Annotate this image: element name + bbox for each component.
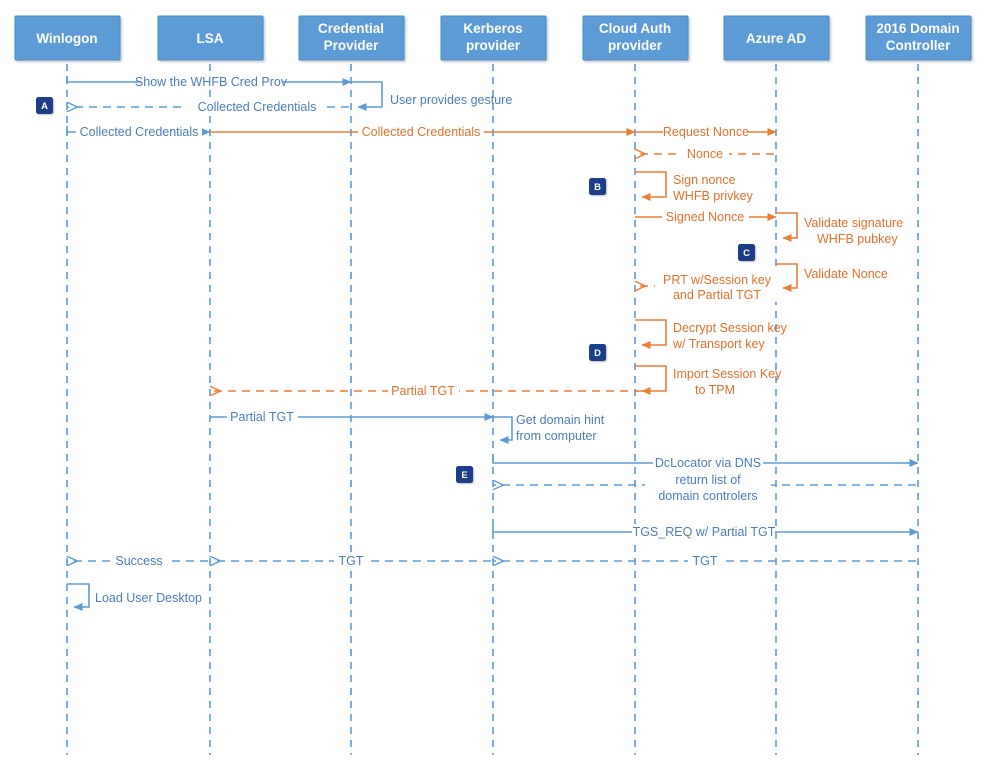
step-badge-b[interactable]: B [589, 178, 606, 195]
step-badge-d-letter: D [594, 348, 601, 359]
lane-header-lsa[interactable]: LSA [157, 15, 264, 61]
step-badge-c[interactable]: C [738, 244, 755, 261]
message-label-m9: Signed Nonce [666, 210, 745, 224]
message-label-m8-line2: WHFB privkey [673, 189, 754, 203]
message-success: Success [67, 553, 208, 568]
step-badge-d[interactable]: D [589, 344, 606, 361]
lane-label-credential-provider-line1: Credential [318, 21, 384, 36]
lane-label-azure-ad: Azure AD [746, 31, 807, 46]
message-sign-nonce: Sign nonce WHFB privkey [635, 171, 754, 203]
message-label-m10-line1: Validate signature [804, 216, 903, 230]
message-nonce: Nonce [635, 146, 774, 161]
lifelines [66, 64, 919, 755]
message-validate-signature: Validate signature WHFB pubkey [776, 212, 903, 246]
lane-label-kerberos-line2: provider [466, 38, 521, 53]
message-dclocator-via-dns: DcLocator via DNS [492, 455, 919, 470]
message-label-m21: TGT [693, 554, 718, 568]
lane-header-kerberos-provider[interactable]: Kerberos provider [440, 15, 547, 61]
message-signed-nonce: Signed Nonce [635, 209, 777, 224]
step-badge-e-letter: E [461, 470, 467, 481]
message-label-m13-line1: Decrypt Session key [673, 321, 788, 335]
message-label-m23: Success [115, 554, 162, 568]
message-label-m17-line2: from computer [516, 429, 597, 443]
step-badge-a-letter: A [41, 101, 48, 112]
message-label-m8-line1: Sign nonce [673, 173, 736, 187]
lane-label-cloud-auth-line2: provider [608, 38, 663, 53]
message-label-m19-line1: return list of [675, 473, 741, 487]
message-return-domain-controllers: return list of domain controlers [493, 471, 916, 503]
message-import-session-key: Import Session Key to TPM [635, 365, 782, 397]
lane-label-lsa: LSA [197, 31, 224, 46]
message-load-user-desktop: Load User Desktop [67, 583, 202, 611]
message-tgt-dc-to-kerberos: TGT [493, 553, 916, 568]
message-label-m3: User provides gesture [390, 93, 512, 107]
lane-label-winlogon: Winlogon [36, 31, 97, 46]
message-collected-credentials-to-winlogon: Collected Credentials [67, 99, 349, 114]
lane-header-azure-ad[interactable]: Azure AD [723, 15, 830, 61]
message-label-m22: TGT [339, 554, 364, 568]
lane-header-credential-provider[interactable]: Credential Provider [298, 15, 405, 61]
step-badges: A B C D E [36, 97, 755, 483]
message-label-m1: Show the WHFB Cred Prov [135, 75, 288, 89]
lane-header-domain-controller[interactable]: 2016 Domain Controller [865, 15, 972, 61]
step-badge-b-letter: B [594, 182, 601, 193]
message-label-m5: Collected Credentials [362, 125, 481, 139]
message-label-m17-line1: Get domain hint [516, 413, 605, 427]
message-show-whfb-cred-prov: Show the WHFB Cred Prov [66, 74, 352, 89]
message-label-m4: Collected Credentials [80, 125, 199, 139]
message-get-domain-hint: Get domain hint from computer [493, 413, 605, 444]
message-collected-credentials-lsa-cloudauth: Collected Credentials [210, 124, 636, 139]
message-user-provides-gesture: User provides gesture [351, 81, 512, 111]
message-prt-session-key: PRT w/Session key and Partial TGT [635, 271, 780, 302]
lane-header-winlogon[interactable]: Winlogon [14, 15, 121, 61]
message-label-m14-line2: to TPM [695, 383, 735, 397]
message-label-m11: Validate Nonce [804, 267, 888, 281]
message-label-m19-line2: domain controlers [658, 489, 757, 503]
message-label-m16: Partial TGT [230, 410, 294, 424]
message-label-m10-line2: WHFB pubkey [817, 232, 898, 246]
message-partial-tgt-to-lsa: Partial TGT [210, 383, 642, 398]
message-request-nonce: Request Nonce [635, 124, 777, 139]
step-badge-a[interactable]: A [36, 97, 53, 114]
message-label-m14-line1: Import Session Key [673, 367, 782, 381]
message-tgt-kerberos-to-lsa: TGT [210, 553, 491, 568]
message-validate-nonce: Validate Nonce [776, 263, 888, 292]
message-label-m6: Request Nonce [663, 125, 749, 139]
message-label-m13-line2: w/ Transport key [672, 337, 765, 351]
message-decrypt-session-key: Decrypt Session key w/ Transport key [635, 319, 788, 351]
message-label-m20: TGS_REQ w/ Partial TGT [633, 525, 776, 539]
lane-label-kerberos-line1: Kerberos [463, 21, 522, 36]
message-collected-credentials-winlogon-lsa: Collected Credentials [66, 124, 211, 139]
lane-label-cloud-auth-line1: Cloud Auth [599, 21, 671, 36]
message-label-m12-line1: PRT w/Session key [663, 273, 772, 287]
message-label-m7: Nonce [687, 147, 723, 161]
lane-header-cloud-auth-provider[interactable]: Cloud Auth provider [582, 15, 689, 61]
message-label-m12-line2: and Partial TGT [673, 288, 761, 302]
lane-headers: Winlogon LSA Credential Provider Kerbero… [14, 15, 972, 61]
step-badge-c-letter: C [743, 248, 750, 259]
lane-label-dc-line2: Controller [886, 38, 951, 53]
lane-label-credential-provider-line2: Provider [324, 38, 380, 53]
message-partial-tgt-to-kerberos: Partial TGT [210, 409, 494, 424]
message-label-m18: DcLocator via DNS [655, 456, 761, 470]
step-badge-e[interactable]: E [456, 466, 473, 483]
message-label-m2: Collected Credentials [198, 100, 317, 114]
message-tgs-req: TGS_REQ w/ Partial TGT [492, 524, 919, 539]
message-label-m24: Load User Desktop [95, 591, 202, 605]
message-label-m15: Partial TGT [391, 384, 455, 398]
lane-label-dc-line1: 2016 Domain [876, 21, 959, 36]
